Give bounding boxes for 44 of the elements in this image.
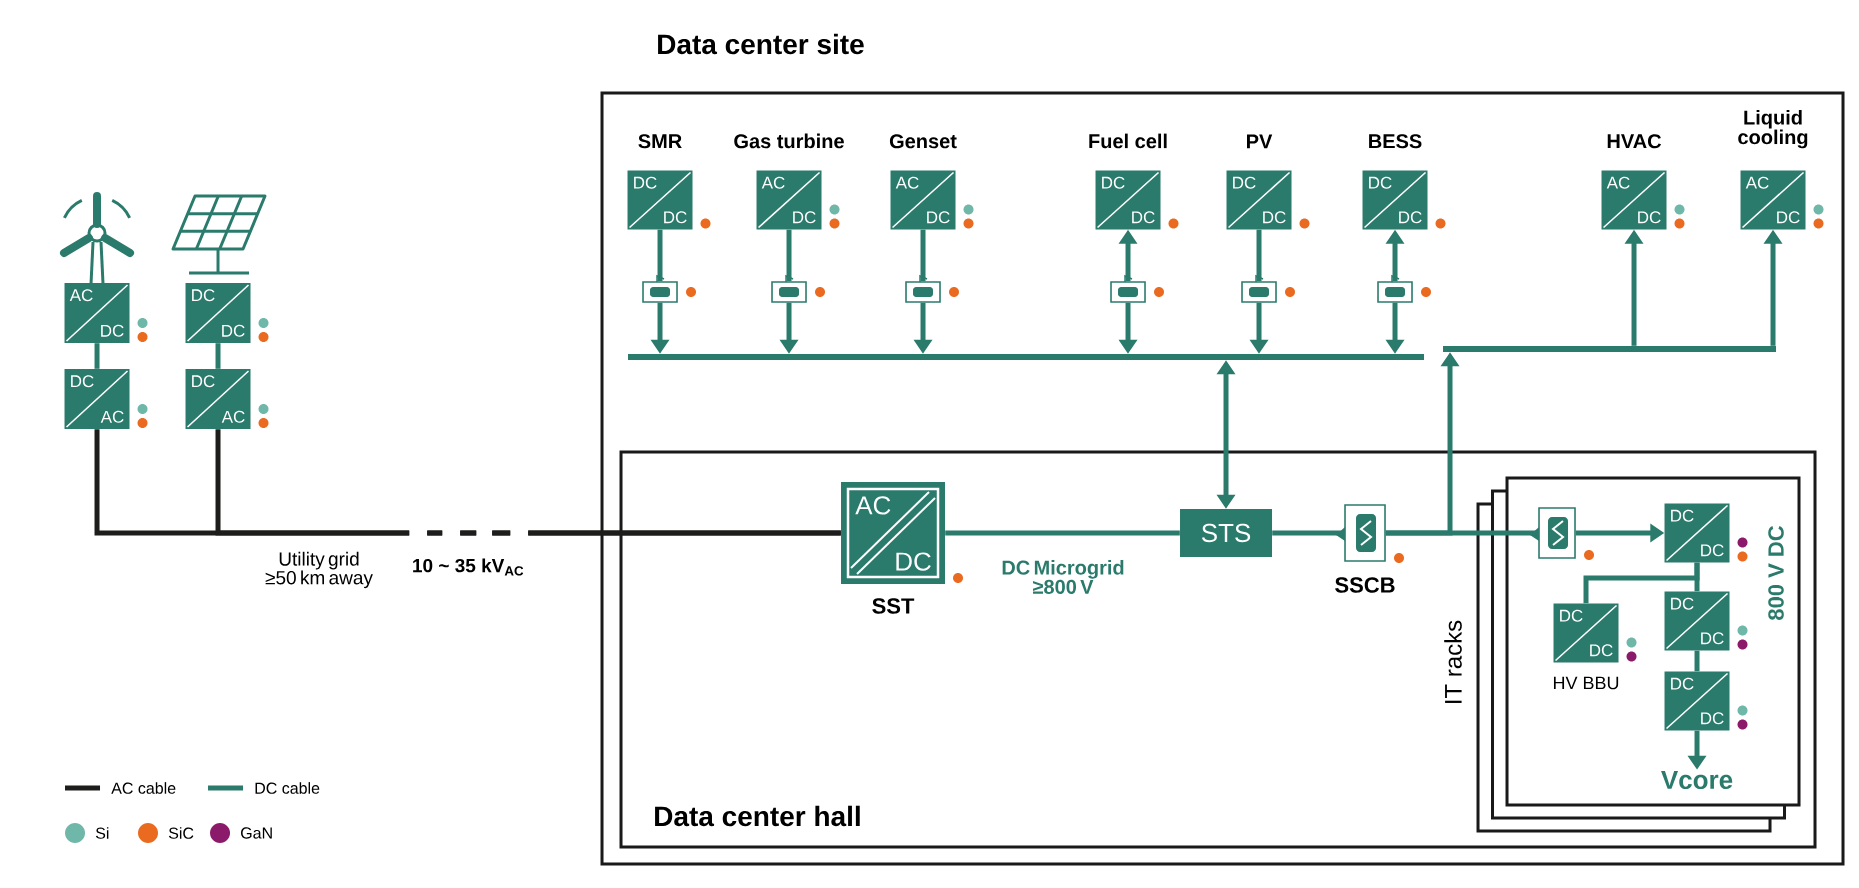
legend-label: Si bbox=[95, 827, 109, 839]
converter-box: DC DC bbox=[1362, 170, 1428, 230]
cable-line bbox=[94, 343, 100, 369]
converter-box: AC DC bbox=[756, 170, 822, 230]
legend-label: DC cable bbox=[255, 782, 320, 794]
converter-box: AC DC bbox=[1601, 170, 1667, 230]
source-label: Liquid cooling bbox=[1738, 109, 1808, 149]
source-label: HVAC bbox=[1607, 134, 1662, 149]
converter-box: AC DC bbox=[1740, 170, 1806, 230]
cable-line bbox=[215, 429, 841, 536]
cable-line bbox=[945, 530, 1180, 536]
grid-note: Utility grid ≥50 km away bbox=[265, 551, 373, 589]
component-label: SST bbox=[872, 598, 915, 614]
voltage-label: 10 ~ 35 kV$_{AC}$ bbox=[413, 558, 524, 576]
component-label: SSCB bbox=[1335, 577, 1395, 593]
legend-label: SiC bbox=[168, 827, 194, 839]
rack-label: IT racks bbox=[1444, 620, 1462, 703]
frame-title: Data center hall bbox=[655, 805, 860, 827]
switch-box: STS bbox=[1180, 509, 1272, 557]
cable-line bbox=[657, 229, 663, 282]
cable-line bbox=[1256, 229, 1262, 282]
converter-box: DC DC bbox=[1226, 170, 1292, 230]
source-label: Gas turbine bbox=[734, 133, 844, 149]
source-label: BESS bbox=[1369, 134, 1422, 149]
converter-box: DC DC bbox=[185, 283, 251, 343]
source-label: SMR bbox=[638, 134, 682, 149]
converter-box: AC DC bbox=[890, 170, 956, 230]
converter-box: DC AC bbox=[64, 369, 130, 429]
converter-box: DC DC bbox=[1095, 170, 1161, 230]
transformer-box: AC DC bbox=[841, 482, 945, 584]
source-label: PV bbox=[1247, 134, 1273, 149]
source-label: Fuel cell bbox=[1089, 133, 1167, 149]
cable-line bbox=[215, 343, 221, 369]
cable-line bbox=[920, 229, 926, 282]
converter-box: AC DC bbox=[64, 283, 130, 343]
source-label: Genset bbox=[889, 134, 957, 149]
cable-line bbox=[786, 229, 792, 282]
converter-box: DC DC bbox=[627, 170, 693, 230]
frame-title: Data center site bbox=[658, 33, 864, 55]
cable-line bbox=[1272, 530, 1345, 536]
legend-label: AC cable bbox=[111, 782, 176, 794]
edge-label: DC Microgrid ≥800 V bbox=[1002, 560, 1124, 594]
converter-box: DC AC bbox=[185, 369, 251, 429]
legend-label: GaN bbox=[241, 827, 272, 839]
